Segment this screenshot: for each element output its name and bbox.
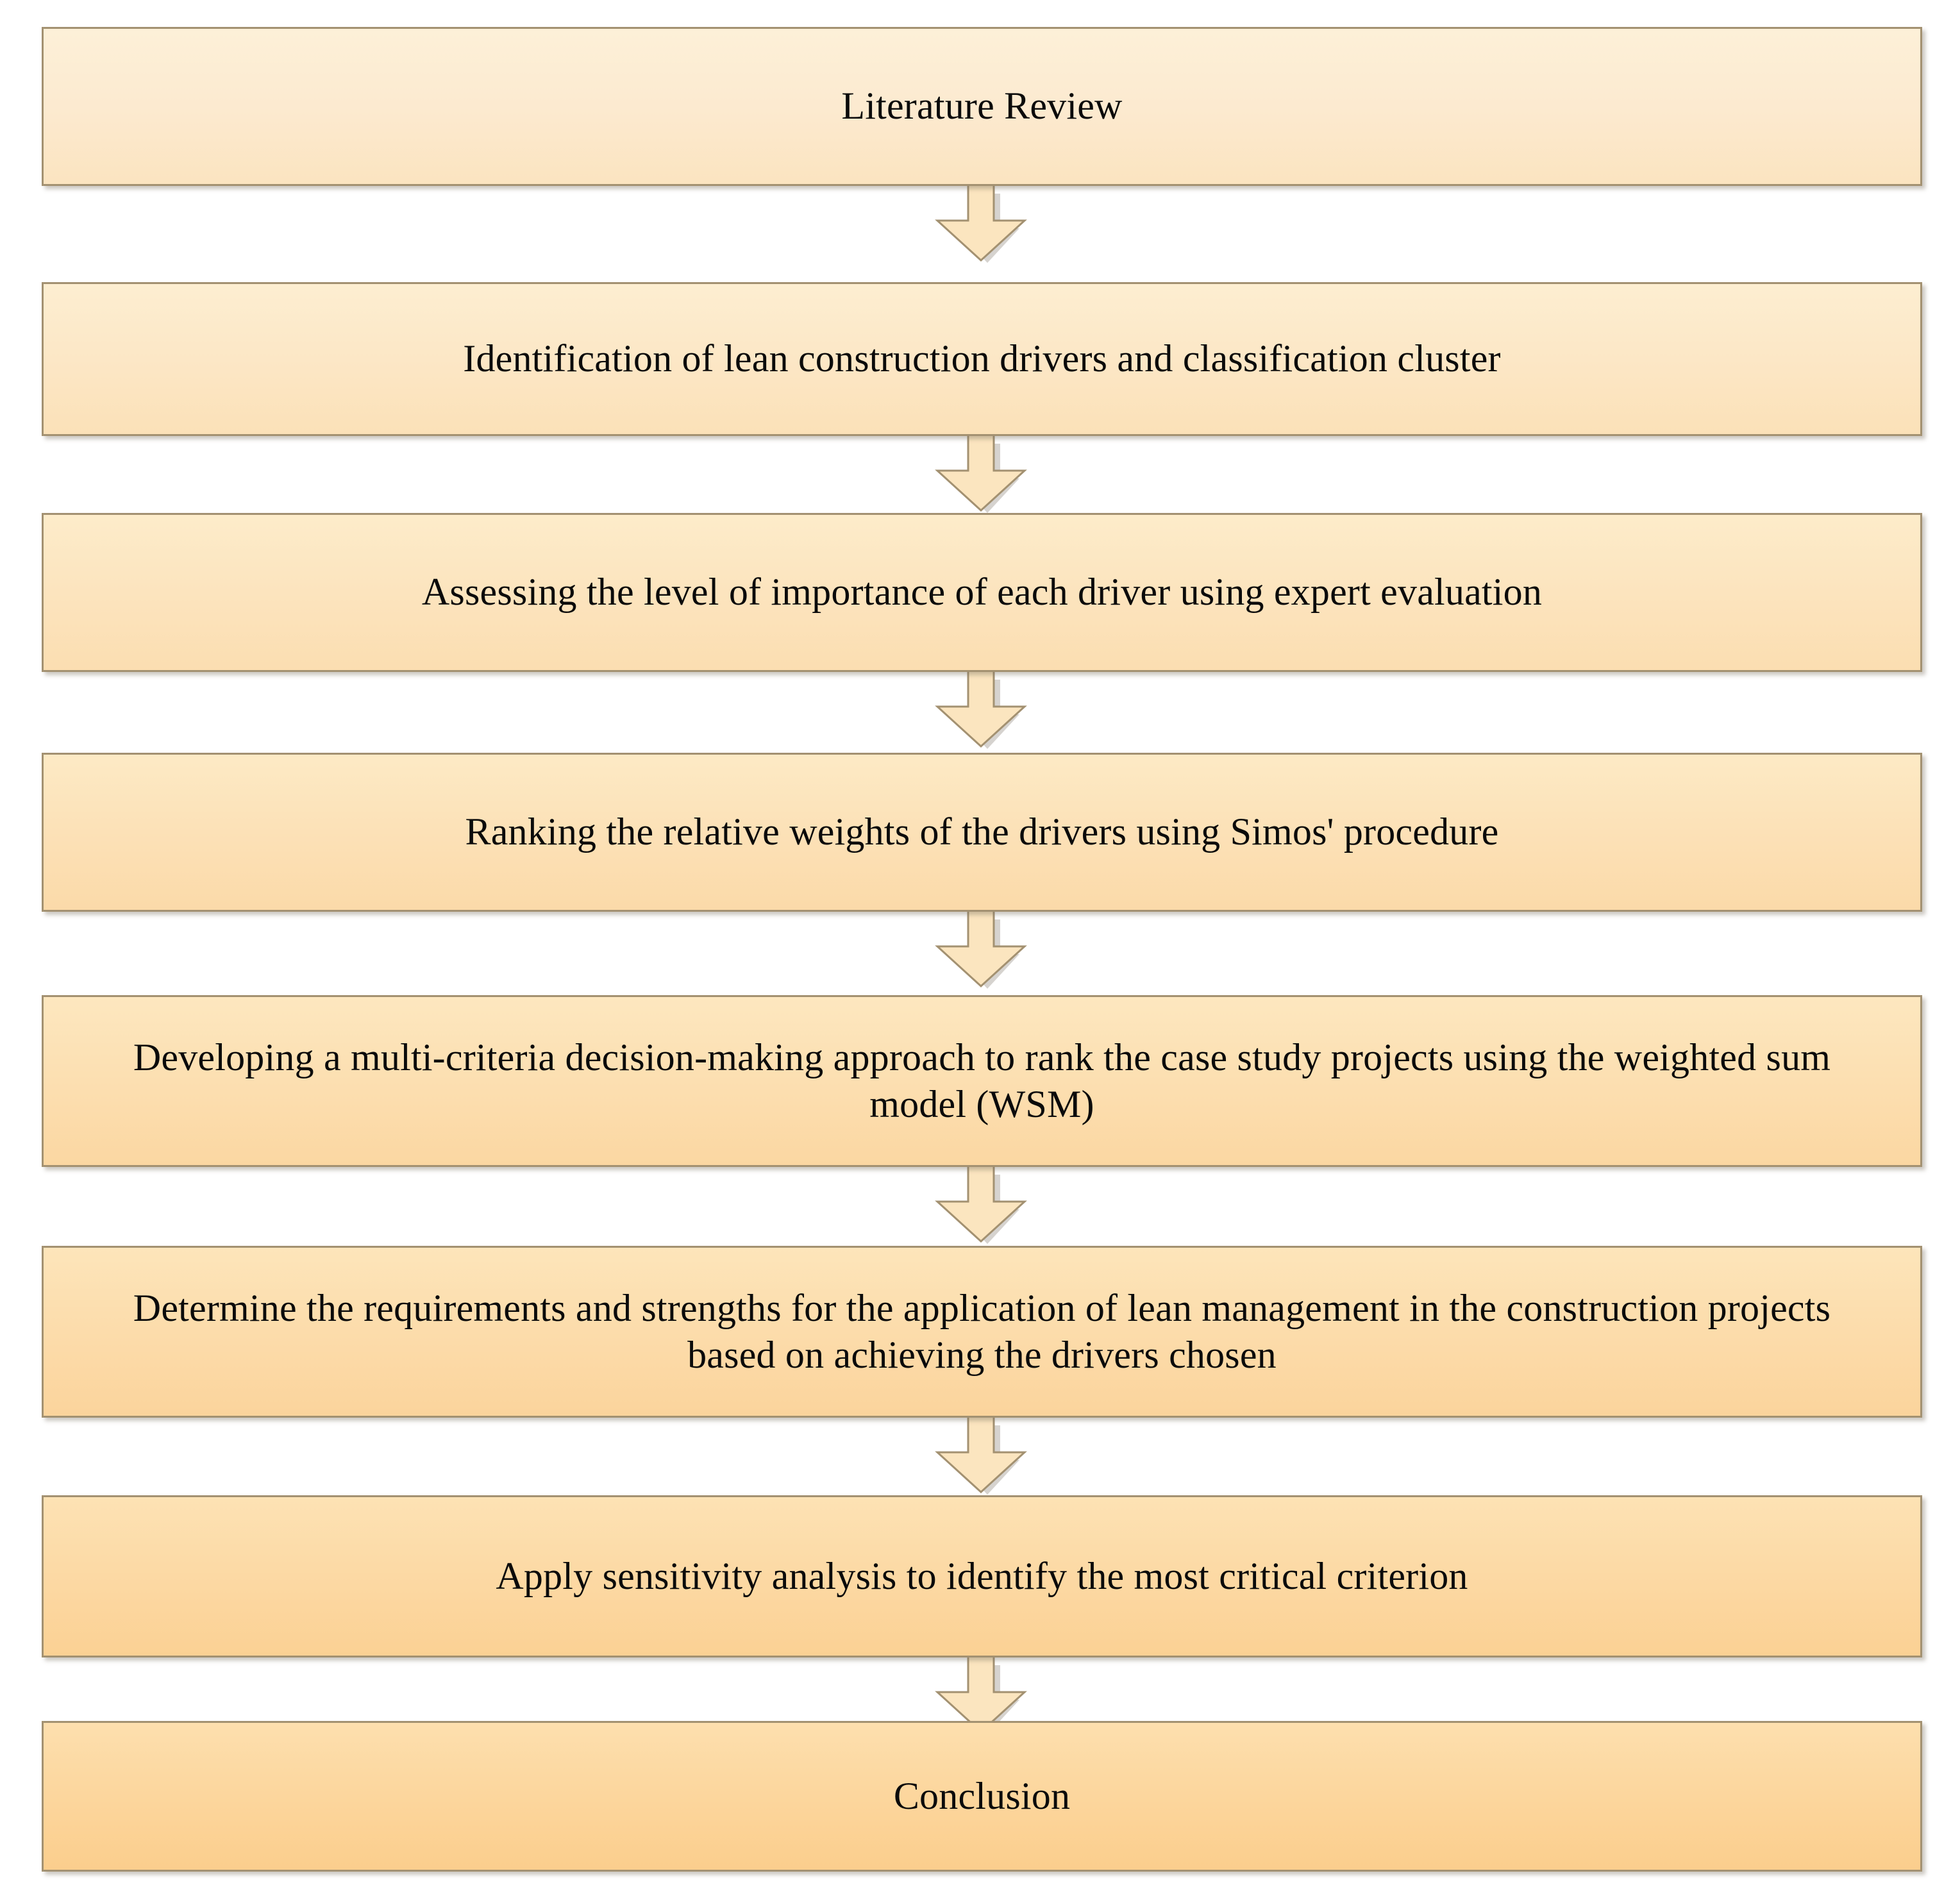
flow-node-label: Apply sensitivity analysis to identify t… [496, 1554, 1468, 1597]
down-arrow-icon [935, 1416, 1027, 1495]
flow-node-literature-review[interactable]: Literature Review [42, 27, 1922, 186]
down-arrow-icon [935, 185, 1027, 263]
down-arrow-icon [935, 1166, 1027, 1244]
flow-node-conclusion[interactable]: Conclusion [42, 1721, 1922, 1872]
down-arrow-icon [935, 910, 1027, 989]
flow-node-mcdm-wsm[interactable]: Developing a multi-criteria decision-mak… [42, 995, 1922, 1167]
down-arrow-icon [935, 435, 1027, 513]
flow-node-requirements-strengths[interactable]: Determine the requirements and strengths… [42, 1246, 1922, 1418]
flow-node-sensitivity-analysis[interactable]: Apply sensitivity analysis to identify t… [42, 1495, 1922, 1657]
flow-node-identification-drivers[interactable]: Identification of lean construction driv… [42, 282, 1922, 436]
connector-arrow-5-6 [933, 1166, 1029, 1244]
flow-node-label: Identification of lean construction driv… [463, 337, 1501, 380]
flow-node-label: Assessing the level of importance of eac… [421, 571, 1543, 614]
connector-arrow-7-8 [933, 1656, 1029, 1734]
flow-node-label: Developing a multi-criteria decision-mak… [133, 1036, 1831, 1125]
flow-node-label: Ranking the relative weights of the driv… [465, 810, 1499, 853]
flow-node-label: Literature Review [841, 85, 1123, 128]
connector-arrow-4-5 [933, 910, 1029, 989]
down-arrow-icon [935, 671, 1027, 749]
connector-arrow-2-3 [933, 435, 1029, 513]
flow-node-assessing-importance[interactable]: Assessing the level of importance of eac… [42, 513, 1922, 672]
connector-arrow-3-4 [933, 671, 1029, 749]
flow-node-ranking-weights[interactable]: Ranking the relative weights of the driv… [42, 753, 1922, 912]
connector-arrow-1-2 [933, 185, 1029, 263]
flow-node-label: Conclusion [893, 1774, 1071, 1817]
down-arrow-icon [935, 1656, 1027, 1734]
connector-arrow-6-7 [933, 1416, 1029, 1495]
flow-node-label: Determine the requirements and strengths… [133, 1286, 1831, 1376]
